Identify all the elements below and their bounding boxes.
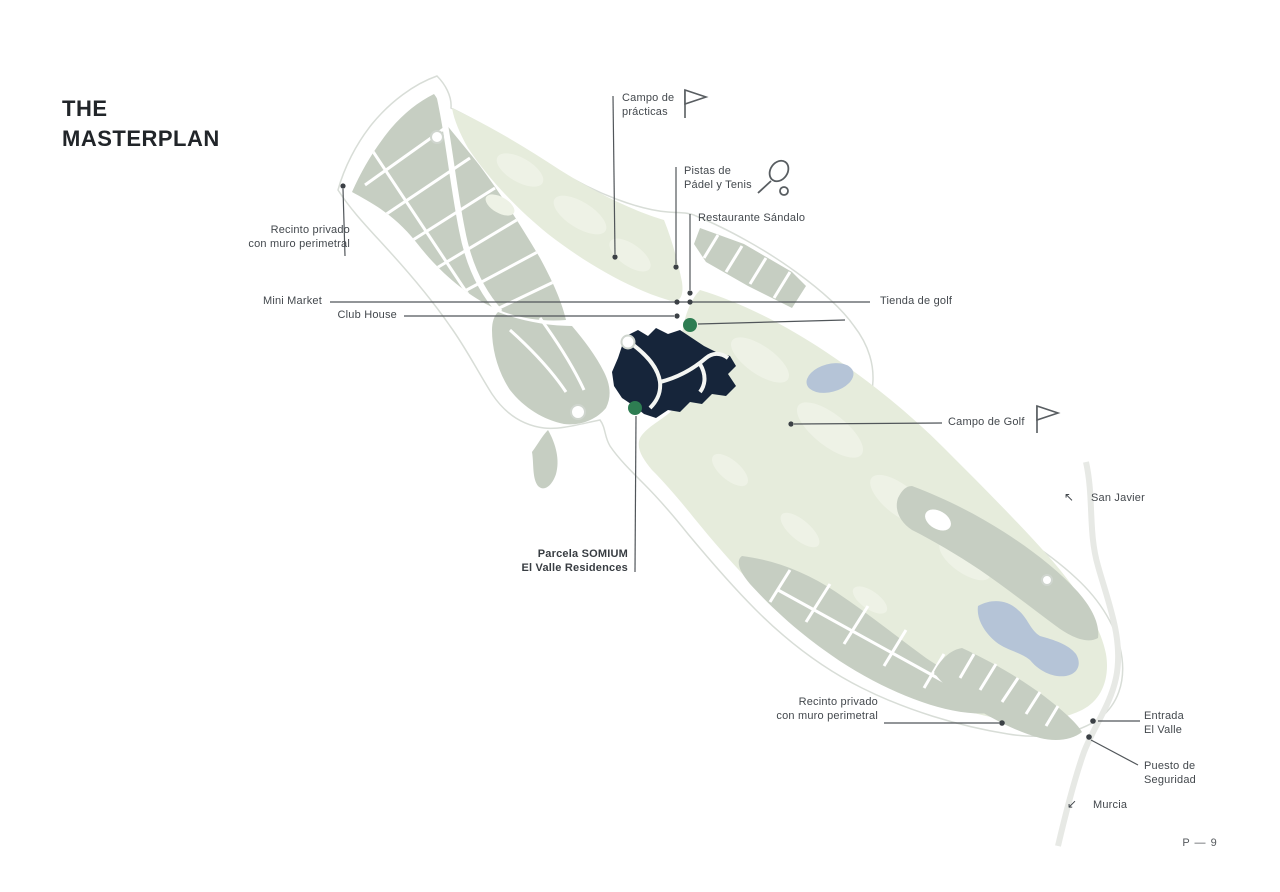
range-mottle (485, 153, 651, 272)
leader-lines (330, 95, 1140, 766)
pond-large (977, 601, 1079, 677)
label-campo-de-golf: Campo de Golf (948, 416, 1025, 428)
leader-dots (340, 183, 1096, 740)
label-club-house: Club House (337, 309, 397, 321)
street-grid-nw (364, 126, 563, 321)
residential-arc-southeast (934, 648, 1082, 740)
parcel-roads (630, 342, 730, 410)
label-parcela-somium: Parcela SOMIUM El Valle Residences (521, 548, 628, 574)
leader-puesto (1090, 739, 1139, 766)
label-restaurante-sandalo: Restaurante Sándalo (698, 212, 806, 224)
page-number: P — 9 (1182, 837, 1218, 849)
leader-green-marker (697, 319, 846, 325)
label-recinto-privado-se: Recinto privado con muro perimetral (776, 696, 878, 722)
somium-parcel (612, 328, 736, 418)
marker-tienda-golf (683, 318, 697, 332)
roundabouts (430, 130, 1053, 586)
residential-band-east (896, 486, 1099, 641)
label-entrada-el-valle: Entrada El Valle (1144, 710, 1184, 736)
tennis-racket-icon (757, 159, 790, 196)
label-tienda-de-golf: Tienda de golf (880, 295, 953, 307)
golf-flag-icon-practicas (684, 88, 709, 118)
external-road (1055, 461, 1122, 847)
leader-recinto-nw (342, 188, 346, 257)
label-recinto-privado-nw: Recinto privado con muro perimetral (248, 224, 350, 250)
clubhouse-plots (694, 228, 806, 308)
residential-west (492, 312, 610, 489)
page-title: THE MASTERPLAN (62, 96, 220, 151)
leader-parcela (634, 415, 637, 573)
leader-campo-practicas (612, 95, 616, 255)
green-markers (628, 318, 697, 415)
label-san-javier: San Javier (1091, 492, 1145, 504)
pond-small (806, 363, 854, 393)
label-mini-market: Mini Market (262, 295, 322, 307)
murcia-direction-icon: ↙ (1067, 797, 1078, 811)
road-nw (434, 84, 503, 315)
label-murcia: Murcia (1093, 799, 1128, 811)
san-javier-direction-icon: ↖ (1064, 490, 1075, 504)
marker-parcela-somium (628, 401, 642, 415)
leader-campo-golf (793, 422, 943, 425)
ponds (806, 363, 1079, 677)
label-puesto-seguridad: Puesto de Seguridad (1144, 760, 1196, 786)
practice-range (452, 108, 683, 302)
label-campo-practicas: Campo de prácticas (622, 92, 675, 118)
label-pistas-padel: Pistas de Pádel y Tenis (684, 165, 752, 191)
golf-flag-icon-campo-golf (1036, 404, 1061, 433)
